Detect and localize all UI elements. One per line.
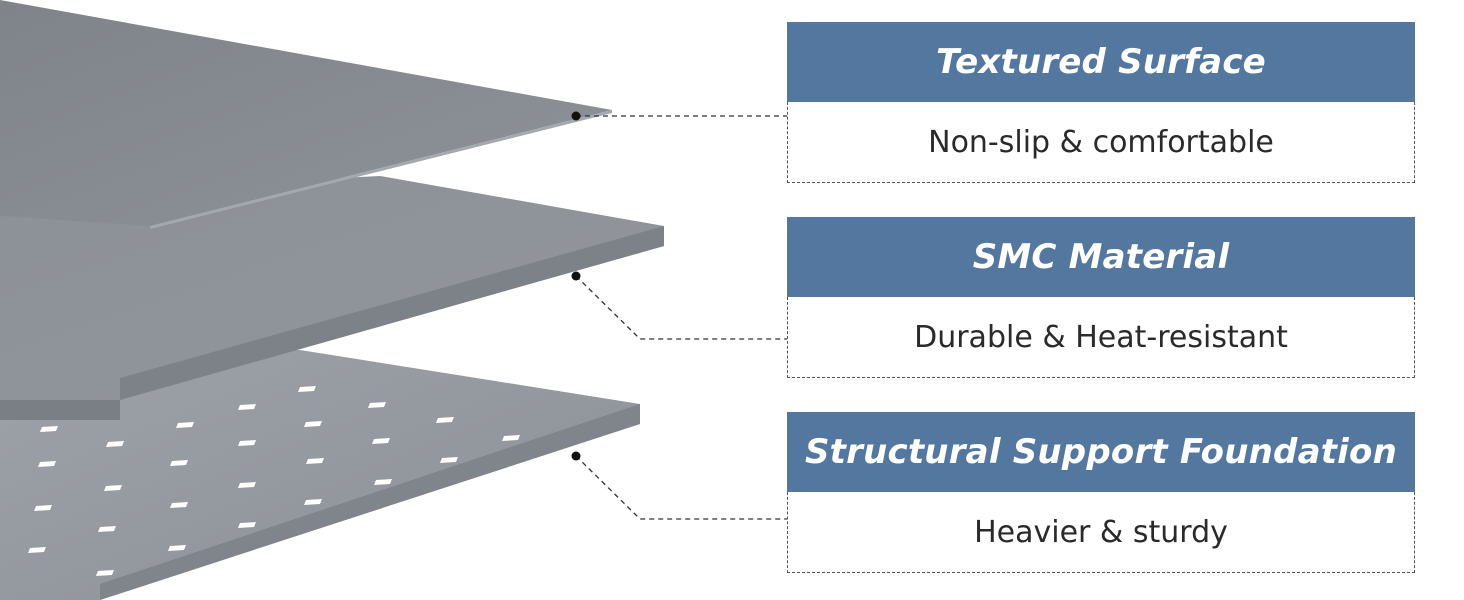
- callout-structural-support: Structural Support Foundation Heavier & …: [787, 412, 1415, 573]
- anchor-dot-3: [571, 451, 581, 461]
- callout-description: Non-slip & comfortable: [787, 102, 1415, 183]
- callout-description: Heavier & sturdy: [787, 492, 1415, 573]
- callout-title: SMC Material: [787, 217, 1415, 297]
- callout-textured-surface: Textured Surface Non-slip & comfortable: [787, 22, 1415, 183]
- callout-title: Textured Surface: [787, 22, 1415, 102]
- grid-holes: [28, 386, 520, 576]
- textured-surface-layer: [0, 0, 612, 229]
- callout-smc-material: SMC Material Durable & Heat-resistant: [787, 217, 1415, 378]
- connector-line-2: [575, 275, 787, 340]
- anchor-dot-1: [571, 111, 581, 121]
- callout-title: Structural Support Foundation: [787, 412, 1415, 492]
- structural-grid-layer: [0, 330, 640, 600]
- smc-material-layer: [0, 176, 664, 420]
- anchor-dot-2: [571, 271, 581, 281]
- connector-lines: [575, 115, 787, 520]
- callout-description: Durable & Heat-resistant: [787, 297, 1415, 378]
- connector-line-3: [575, 455, 787, 520]
